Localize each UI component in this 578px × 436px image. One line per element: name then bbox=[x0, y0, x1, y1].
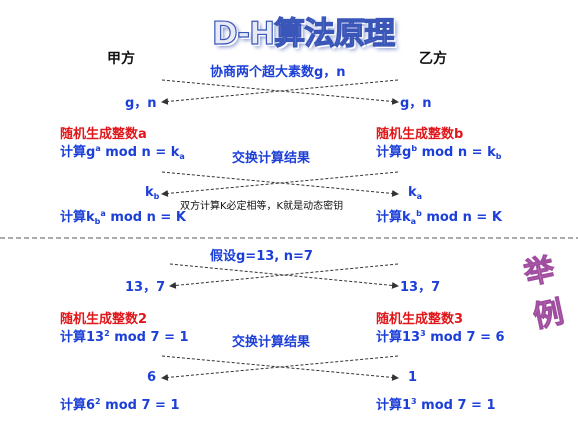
ex-a-key-exponent: 2 bbox=[95, 397, 101, 406]
party-b-compute: 计算gb mod n = kb bbox=[376, 145, 501, 161]
example-party-a-gn: 13，7 bbox=[125, 280, 166, 295]
ex-a-key-pre: 计算6 bbox=[60, 398, 96, 413]
example-party-b-random: 随机生成整数3 bbox=[376, 312, 464, 327]
b-compute-subscript: b bbox=[495, 152, 502, 161]
a-key-pre: 计算k bbox=[60, 210, 95, 225]
b-compute-exponent: b bbox=[411, 144, 418, 153]
ex-a-key-post: mod 7 = 1 bbox=[100, 398, 180, 413]
example-party-b-gn: 13，7 bbox=[400, 280, 441, 295]
example-party-b-received: 1 bbox=[408, 370, 418, 385]
party-b-key: 计算kab mod n = K bbox=[376, 210, 502, 226]
exchange-arrow-to-b bbox=[161, 171, 399, 197]
example-party-a-received: 6 bbox=[147, 370, 157, 385]
ex-a-compute-exponent: 2 bbox=[104, 329, 110, 338]
example-party-b-compute: 计算133 mod 7 = 6 bbox=[376, 329, 505, 345]
a-compute-pre: 计算g bbox=[60, 145, 96, 160]
ex-b-key-post: mod 7 = 1 bbox=[416, 398, 496, 413]
a-received-k: k bbox=[145, 185, 154, 200]
dynamic-key-note: 双方计算K必定相等，K就是动态密钥 bbox=[180, 201, 344, 212]
party-a-compute: 计算ga mod n = ka bbox=[60, 145, 185, 161]
party-b-gn: g，n bbox=[400, 96, 432, 111]
b-received-k: k bbox=[408, 185, 417, 200]
example-exchange-arrow-to-b bbox=[161, 355, 399, 381]
page-title: D-H算法原理 bbox=[211, 15, 395, 52]
b-key-exponent: b bbox=[416, 209, 422, 218]
party-a-received: kb bbox=[145, 186, 159, 201]
example-assume: 假设g=13, n=7 bbox=[210, 249, 313, 264]
b-compute-pre: 计算g bbox=[376, 145, 412, 160]
ex-b-compute-pre: 计算13 bbox=[376, 330, 421, 345]
party-a-gn: g，n bbox=[125, 96, 157, 111]
party-b-received: ka bbox=[408, 186, 422, 201]
b-key-post: mod n = K bbox=[421, 210, 502, 225]
a-key-exponent: a bbox=[100, 209, 106, 218]
example-party-a-compute: 计算132 mod 7 = 1 bbox=[60, 329, 189, 345]
b-received-subscript: a bbox=[416, 192, 423, 201]
a-compute-exponent: a bbox=[95, 144, 101, 153]
example-party-a-random: 随机生成整数2 bbox=[60, 312, 148, 327]
ex-b-compute-post: mod 7 = 6 bbox=[425, 330, 505, 345]
negotiate-label: 协商两个超大素数g，n bbox=[210, 65, 346, 80]
party-a-key: 计算kba mod n = K bbox=[60, 210, 186, 226]
a-key-post: mod n = K bbox=[105, 210, 186, 225]
party-b-random: 随机生成整数b bbox=[376, 127, 464, 142]
ex-a-compute-post: mod 7 = 1 bbox=[109, 330, 189, 345]
example-exchange-arrow-to-a bbox=[161, 355, 399, 381]
a-compute-subscript: a bbox=[179, 152, 185, 161]
ex-b-key-pre: 计算1 bbox=[376, 398, 412, 413]
negotiate-arrow-to-b bbox=[161, 79, 399, 105]
party-b-label: 乙方 bbox=[419, 51, 447, 67]
party-a-label: 甲方 bbox=[107, 51, 135, 67]
ex-b-compute-exponent: 3 bbox=[420, 329, 426, 338]
negotiate-arrow-to-a bbox=[161, 79, 399, 105]
a-compute-mid: mod n = k bbox=[100, 145, 180, 160]
example-party-b-key: 计算13 mod 7 = 1 bbox=[376, 397, 496, 413]
exchange-label: 交换计算结果 bbox=[232, 151, 311, 166]
a-key-subscript: b bbox=[94, 217, 101, 226]
b-key-pre: 计算k bbox=[376, 210, 411, 225]
example-party-a-key: 计算62 mod 7 = 1 bbox=[60, 397, 180, 413]
party-a-random: 随机生成整数a bbox=[60, 127, 147, 142]
exchange-arrow-to-a bbox=[161, 171, 399, 197]
example-assume-arrow-to-a bbox=[169, 263, 399, 289]
b-compute-mid: mod n = k bbox=[417, 145, 496, 160]
ex-a-compute-pre: 计算13 bbox=[60, 330, 105, 345]
ex-b-key-exponent: 3 bbox=[411, 397, 417, 406]
example-assume-arrow-to-b bbox=[169, 263, 399, 289]
b-key-subscript: a bbox=[410, 217, 417, 226]
a-received-subscript: b bbox=[153, 192, 160, 201]
example-exchange-label: 交换计算结果 bbox=[232, 335, 311, 350]
